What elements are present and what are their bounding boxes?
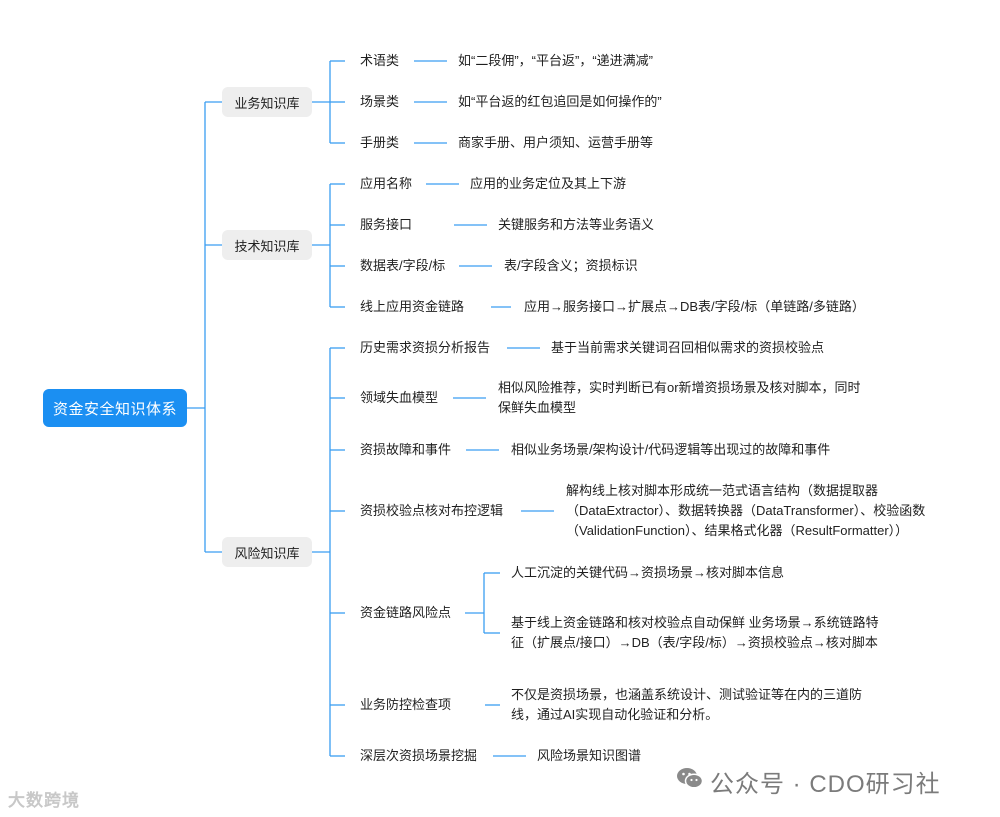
item-app-name-desc: 应用的业务定位及其上下游 [470,176,627,191]
category-tech-knowledge: 技术知识库 [222,230,312,260]
item-deep-mining-desc: 风险场景知识图谱 [537,748,642,763]
wechat-icon [677,768,704,789]
item-prevention-checks: 业务防控检查项 [360,697,452,712]
item-manual: 手册类 [360,135,400,150]
item-check-logic-desc-3: （ValidationFunction）、结果格式化器（ResultFormat… [566,523,909,538]
item-fund-link: 线上应用资金链路 [360,299,465,314]
item-terms-desc: 如“二段佣”，“平台返”，“递进满减” [458,53,653,68]
item-service-api: 服务接口 [360,217,413,232]
item-app-name: 应用名称 [360,176,413,191]
category-risk-knowledge: 风险知识库 [222,537,312,567]
item-scenario: 场景类 [360,94,400,109]
watermark-right: 公众号 · CDO研习社 [710,771,941,798]
item-data-table: 数据表/字段/标 [360,258,446,273]
item-check-logic: 资损校验点核对布控逻辑 [360,503,504,518]
item-data-table-desc: 表/字段含义；资损标识 [504,258,638,273]
item-prevention-checks-desc-2: 线，通过AI实现自动化验证和分析。 [511,707,719,722]
item-prevention-checks-desc-1: 不仅是资损场景，也涵盖系统设计、测试验证等在内的三道防 [511,687,863,702]
category-business-knowledge: 业务知识库 [222,87,312,117]
root-node: 资金安全知识体系 [43,389,187,427]
item-blood-loss-model-desc-2: 保鲜失血模型 [498,400,577,415]
item-history-report: 历史需求资损分析报告 [360,340,491,355]
item-terms: 术语类 [360,53,400,68]
subitem-manual-code: 人工沉淀的关键代码→资损场景→核对脚本信息 [511,565,785,580]
item-fund-risk-points: 资金链路风险点 [360,605,452,620]
subitem-auto-refresh-2: 征（扩展点/接口）→DB（表/字段/标）→资损校验点→核对脚本 [511,635,878,650]
item-scenario-desc: 如“平台返的红包追回是如何操作的” [458,94,662,109]
item-service-api-desc: 关键服务和方法等业务语义 [498,217,655,232]
item-manual-desc: 商家手册、用户须知、运营手册等 [458,135,654,150]
item-check-logic-desc-2: （DataExtractor）、数据转换器（DataTransformer）、校… [566,503,926,518]
item-blood-loss-model: 领域失血模型 [360,390,439,405]
subitem-auto-refresh-1: 基于线上资金链路和核对校验点自动保鲜 业务场景→系统链路特 [511,615,879,630]
item-check-logic-desc-1: 解构线上核对脚本形成统一范式语言结构（数据提取器 [566,483,879,498]
watermark-left: 大数跨境 [8,791,80,810]
item-blood-loss-model-desc-1: 相似风险推荐，实时判断已有or新增资损场景及核对脚本，同时 [498,380,861,395]
item-incidents: 资损故障和事件 [360,442,452,457]
item-deep-mining: 深层次资损场景挖掘 [360,748,478,763]
item-incidents-desc: 相似业务场景/架构设计/代码逻辑等出现过的故障和事件 [511,442,831,457]
item-fund-link-desc: 应用→服务接口→扩展点→DB表/字段/标（单链路/多链路） [524,299,865,314]
item-history-report-desc: 基于当前需求关键词召回相似需求的资损校验点 [551,340,825,355]
